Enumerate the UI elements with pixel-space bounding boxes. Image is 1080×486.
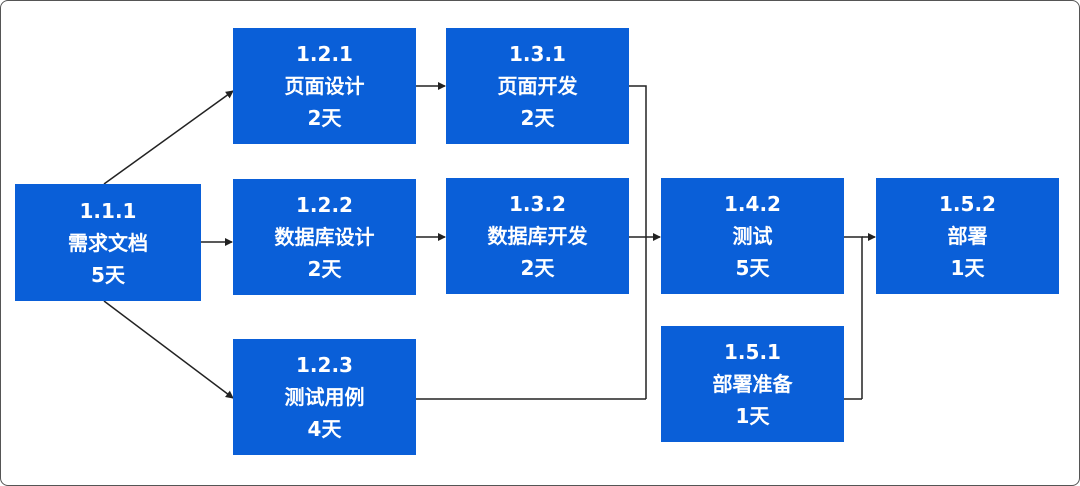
node-name: 需求文档: [68, 230, 148, 255]
node-id: 1.3.2: [509, 192, 566, 216]
node-id: 1.3.1: [509, 42, 566, 66]
node-duration: 5天: [735, 256, 770, 280]
edge-131-merge: [629, 85, 647, 399]
node-1-5-1: 1.5.1 部署准备 1天: [661, 326, 844, 442]
node-name: 数据库开发: [487, 224, 588, 248]
node-duration: 2天: [307, 106, 342, 130]
node-duration: 2天: [307, 257, 342, 281]
node-name: 测试: [732, 224, 773, 248]
node-name: 页面开发: [497, 74, 578, 98]
node-duration: 1天: [950, 256, 985, 280]
edge-111-121: [103, 90, 234, 185]
node-id: 1.2.1: [296, 42, 353, 66]
node-name: 测试用例: [284, 385, 365, 409]
node-name: 部署: [947, 224, 988, 248]
node-1-5-2: 1.5.2 部署 1天: [876, 178, 1059, 294]
node-name: 页面设计: [284, 74, 365, 98]
node-name: 数据库设计: [274, 225, 375, 249]
node-duration: 1天: [735, 404, 770, 428]
node-1-1-1: 1.1.1 需求文档 5天: [15, 184, 201, 301]
node-1-3-2: 1.3.2 数据库开发 2天: [446, 178, 629, 294]
node-1-2-1: 1.2.1 页面设计 2天: [233, 28, 416, 144]
node-1-3-1: 1.3.1 页面开发 2天: [446, 28, 629, 144]
node-duration: 2天: [520, 106, 555, 130]
node-1-4-2: 1.4.2 测试 5天: [661, 178, 844, 294]
node-id: 1.4.2: [724, 192, 781, 216]
node-duration: 2天: [520, 256, 555, 280]
node-id: 1.5.1: [724, 340, 781, 364]
edge-111-123: [103, 300, 234, 399]
edge-142-merge: [844, 236, 863, 399]
node-duration: 5天: [91, 262, 125, 287]
node-duration: 4天: [307, 417, 342, 441]
node-id: 1.1.1: [79, 198, 137, 223]
node-id: 1.5.2: [939, 192, 996, 216]
node-name: 部署准备: [712, 372, 793, 396]
node-1-2-3: 1.2.3 测试用例 4天: [233, 339, 416, 455]
node-id: 1.2.3: [296, 353, 353, 377]
node-1-2-2: 1.2.2 数据库设计 2天: [233, 179, 416, 295]
node-id: 1.2.2: [296, 193, 353, 217]
